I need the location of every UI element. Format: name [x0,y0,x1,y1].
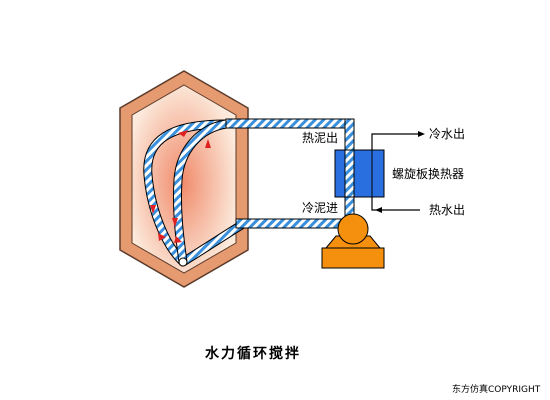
heat-exchanger [334,149,385,198]
flow-arrow-icon [150,205,156,214]
pump-icon [337,213,369,245]
label-hot-sludge-out: 热泥出 [302,131,338,145]
flow-arrow-icon [205,139,211,148]
flow-arrow-icon [158,233,166,241]
loop-inlet [178,257,188,267]
heat-exchanger-block-icon [334,149,385,198]
label-cold-sludge-in: 冷泥进 [302,201,338,215]
flow-arrow-icon [174,236,182,243]
label-hot-water-out: 热水出 [429,203,465,217]
hot-water-in-line [371,197,420,211]
circulation-pump [321,213,385,269]
label-heat-exchanger: 螺旋板换热器 [392,167,464,181]
arrow-right-icon [418,131,425,137]
flow-arrow-icon [178,130,188,137]
pump-base [321,247,385,269]
flow-arrows [150,130,211,243]
arrow-left-icon [375,207,382,213]
cold-water-out-line [371,133,418,150]
flow-arrow-icon [172,218,178,227]
copyright-notice: 东方仿真COPYRIGHT [452,383,541,395]
hot-sludge-pipe [225,118,355,129]
label-cold-water-out: 冷水出 [429,127,465,141]
diagram-caption: 水力循环搅拌 [205,345,301,362]
water-lines [371,131,425,213]
cold-sludge-pipe [235,218,349,229]
